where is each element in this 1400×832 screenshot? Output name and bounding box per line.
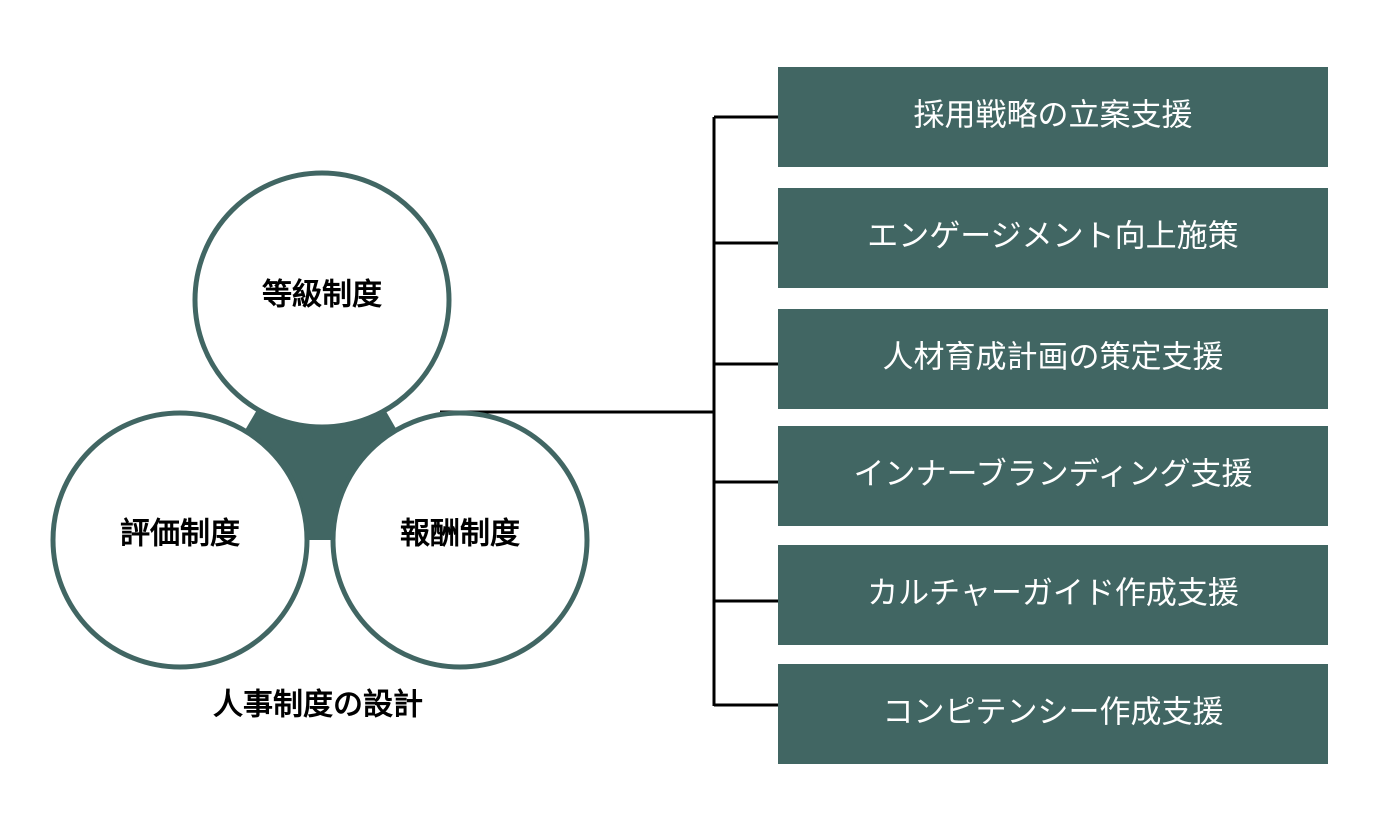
circle-right: 報酬制度: [330, 410, 590, 670]
box-4-label: インナーブランディング支援: [854, 457, 1253, 493]
connector-lines: [440, 115, 778, 707]
circle-left-label: 評価制度: [120, 517, 240, 552]
box-3-label: 人材育成計画の策定支援: [883, 340, 1224, 376]
circle-top: 等級制度: [192, 170, 452, 430]
box-2: エンゲージメント向上施策: [778, 188, 1328, 288]
box-1: 採用戦略の立案支援: [778, 67, 1328, 167]
box-1-label: 採用戦略の立案支援: [914, 98, 1193, 134]
circle-right-label: 報酬制度: [400, 517, 520, 552]
box-2-label: エンゲージメント向上施策: [867, 219, 1238, 255]
circle-top-label: 等級制度: [262, 278, 382, 313]
box-4: インナーブランディング支援: [778, 426, 1328, 526]
box-6: コンピテンシー作成支援: [778, 664, 1328, 764]
box-5-label: カルチャーガイド作成支援: [867, 576, 1239, 612]
circle-left: 評価制度: [50, 410, 310, 670]
box-5: カルチャーガイド作成支援: [778, 545, 1328, 645]
caption-label: 人事制度の設計: [213, 688, 423, 723]
box-6-label: コンピテンシー作成支援: [883, 695, 1224, 731]
box-3: 人材育成計画の策定支援: [778, 309, 1328, 409]
